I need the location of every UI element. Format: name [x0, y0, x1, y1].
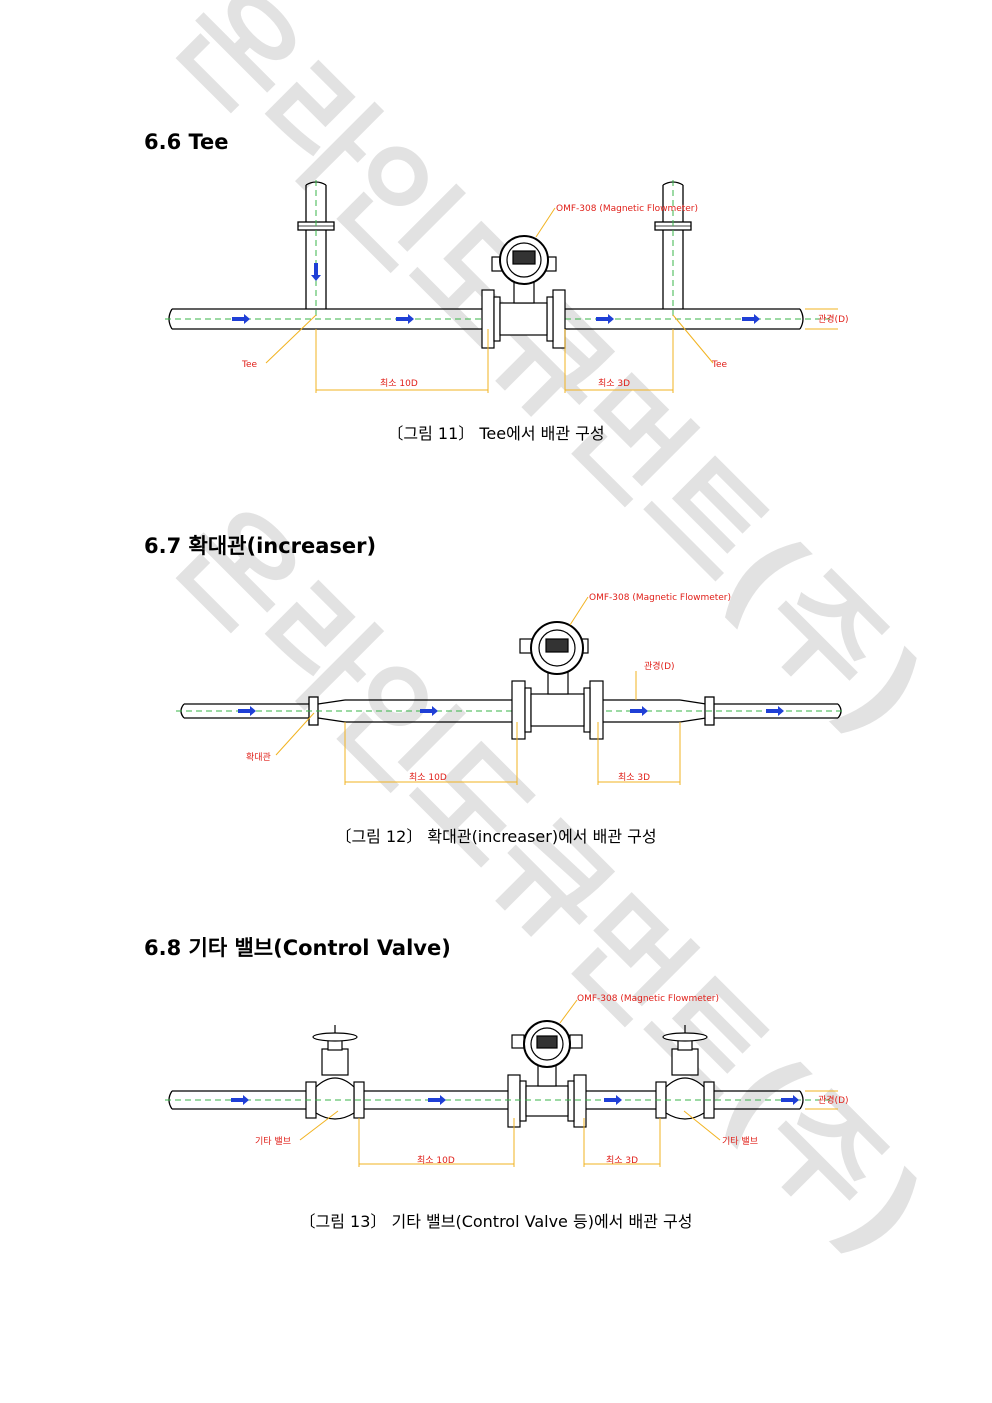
upstream-label: 최소 10D — [380, 378, 418, 389]
figure-caption-12: 〔그림 12〕 확대관(increaser)에서 배관 구성 — [335, 827, 657, 846]
downstream-label: 최소 3D — [598, 378, 630, 389]
flow-arrows — [238, 706, 784, 716]
downstream-label: 최소 3D — [606, 1155, 638, 1166]
valve-label-right: 기타 밸브 — [722, 1136, 758, 1147]
dimensions — [315, 308, 838, 393]
valve-left — [305, 1025, 365, 1120]
figure-tee: OMF-308 (Magnetic Flowmeter) Tee Tee 최소 … — [165, 180, 849, 393]
section-title-control-valve: 6.8 기타 밸브(Control Valve) — [144, 936, 451, 960]
meter-label: OMF-308 (Magnetic Flowmeter) — [577, 994, 719, 1004]
flow-arrows — [231, 1095, 799, 1105]
tee-label-left: Tee — [241, 360, 258, 370]
increaser-label: 확대관 — [246, 751, 271, 763]
dimensions — [299, 999, 838, 1167]
tee-label-right: Tee — [711, 360, 728, 370]
figure-caption-11: 〔그림 11〕 Tee에서 배관 구성 — [387, 424, 605, 443]
valve-right — [655, 1025, 715, 1120]
diameter-label: 관경(D) — [818, 1094, 849, 1106]
flowmeter — [481, 235, 566, 349]
section-title-increaser: 6.7 확대관(increaser) — [144, 534, 377, 558]
dimensions — [275, 596, 681, 785]
valve-label-left: 기타 밸브 — [255, 1136, 291, 1147]
figure-increaser: OMF-308 (Magnetic Flowmeter) 관경(D) 확대관 최… — [176, 593, 846, 785]
flowmeter — [511, 621, 604, 740]
meter-label: OMF-308 (Magnetic Flowmeter) — [589, 593, 731, 603]
diameter-label: 관경(D) — [818, 313, 849, 325]
figure-caption-13: 〔그림 13〕 기타 밸브(Control Valve 등)에서 배관 구성 — [299, 1212, 693, 1231]
upstream-label: 최소 10D — [409, 772, 447, 783]
flowmeter — [507, 1020, 587, 1128]
diameter-label: 관경(D) — [644, 660, 675, 672]
downstream-label: 최소 3D — [618, 772, 650, 783]
section-title-tee: 6.6 Tee — [144, 130, 229, 154]
meter-label: OMF-308 (Magnetic Flowmeter) — [556, 204, 698, 214]
flow-arrows — [232, 263, 760, 324]
figure-control-valve: OMF-308 (Magnetic Flowmeter) 기타 밸브 기타 밸브… — [165, 994, 849, 1167]
upstream-label: 최소 10D — [417, 1155, 455, 1166]
